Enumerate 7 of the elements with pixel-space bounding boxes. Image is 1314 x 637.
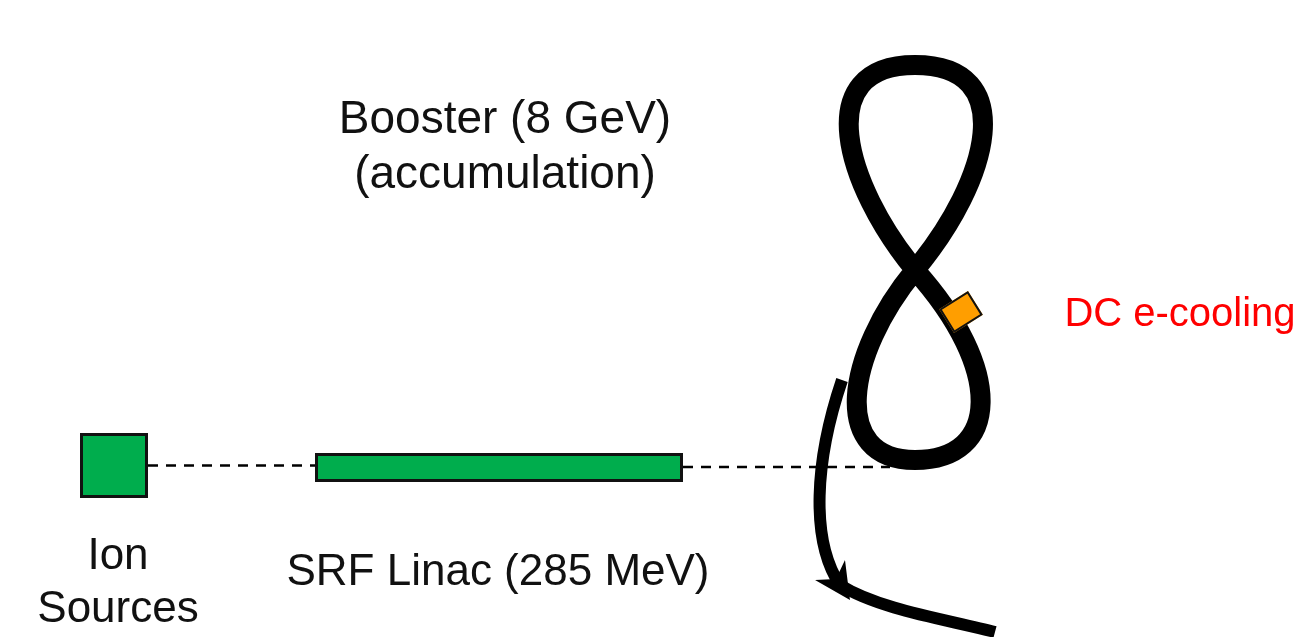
beamline-connector bbox=[683, 465, 890, 469]
component-label: Booster (8 GeV) (accumulation) bbox=[337, 90, 673, 201]
beamline-connector bbox=[148, 464, 315, 467]
extraction-arrow bbox=[813, 378, 849, 601]
component-label: SRF Linac (285 MeV) bbox=[285, 544, 711, 596]
component-label: DC e-cooling bbox=[1063, 289, 1297, 336]
component-label: Ion Sources bbox=[36, 528, 200, 633]
